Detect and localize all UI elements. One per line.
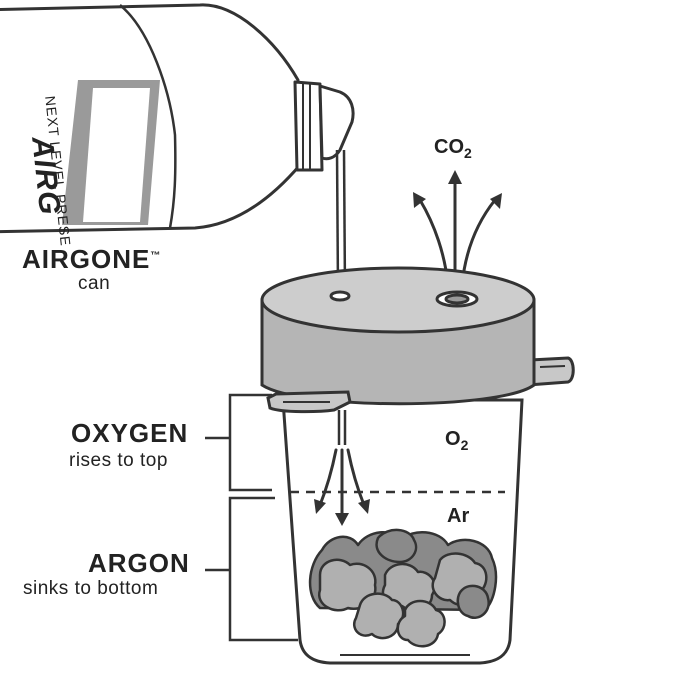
can-label-panel [62,80,160,225]
argon-subtitle: sinks to bottom [23,578,159,599]
argon-arrows [318,448,366,520]
ar-label: Ar [447,505,470,527]
o2-subscript: 2 [460,437,469,453]
argon-bracket [205,496,298,642]
argon-title: ARGON [88,548,190,578]
argon-arrowheads [314,499,370,526]
co2-text: CO [434,136,464,158]
o2-text: O [445,428,461,450]
co2-subscript: 2 [464,145,472,161]
can-title-text: AIRGONE [22,244,151,274]
co2-arrowheads [413,170,502,209]
trademark-symbol: ™ [150,250,162,262]
can-title: AIRGONE™ [22,244,161,275]
inner-tube [337,410,347,445]
gas-stream [335,149,347,293]
oxygen-subtitle: rises to top [69,450,168,471]
can-subtitle: can [78,273,111,294]
jar-contents [308,528,498,648]
co2-label: CO2 [434,136,472,161]
lid [260,266,575,414]
o2-label: O2 [445,428,468,453]
oxygen-bracket [205,393,272,492]
oxygen-title: OXYGEN [71,418,189,448]
